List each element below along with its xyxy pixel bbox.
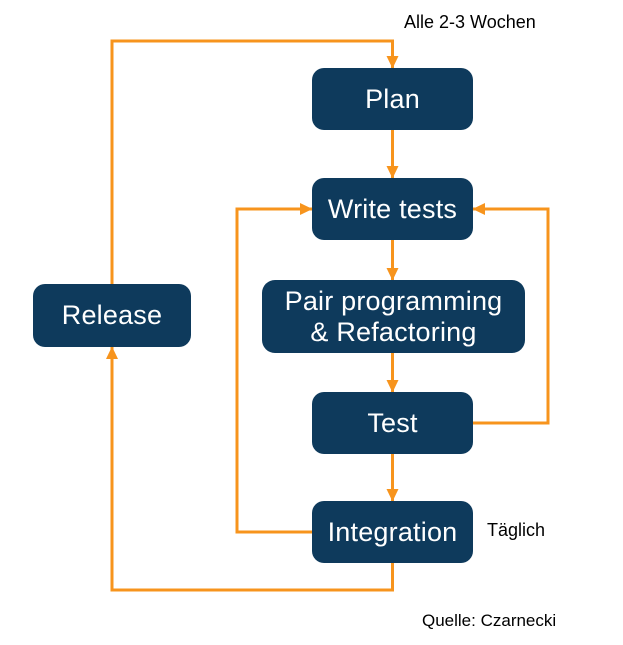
node-pair-programming-label-line2: & Refactoring	[310, 316, 477, 347]
source-credit-label: Quelle: Czarnecki	[422, 611, 557, 630]
node-plan: Plan	[312, 68, 473, 130]
edge-test-to-write-tests	[472, 203, 550, 425]
node-write-tests-label: Write tests	[327, 193, 458, 224]
node-test-label: Test	[367, 407, 418, 438]
edge-release-to-plan	[110, 39, 399, 284]
node-test: Test	[312, 392, 473, 454]
node-pair-programming-label-line1: Pair programming	[284, 286, 503, 317]
cycle-note-label: Alle 2-3 Wochen	[404, 12, 536, 32]
daily-note-label: Täglich	[487, 520, 546, 540]
node-release-label: Release	[61, 300, 163, 331]
edge-integration-to-write-tests	[235, 203, 313, 534]
node-integration: Integration	[312, 501, 473, 563]
node-pair-programming: Pair programming & Refactoring	[262, 280, 525, 353]
node-write-tests: Write tests	[312, 178, 473, 240]
edge-integration-to-release	[106, 346, 394, 592]
node-plan-label: Plan	[365, 83, 420, 114]
node-release: Release	[33, 284, 191, 347]
node-integration-label: Integration	[327, 516, 458, 547]
